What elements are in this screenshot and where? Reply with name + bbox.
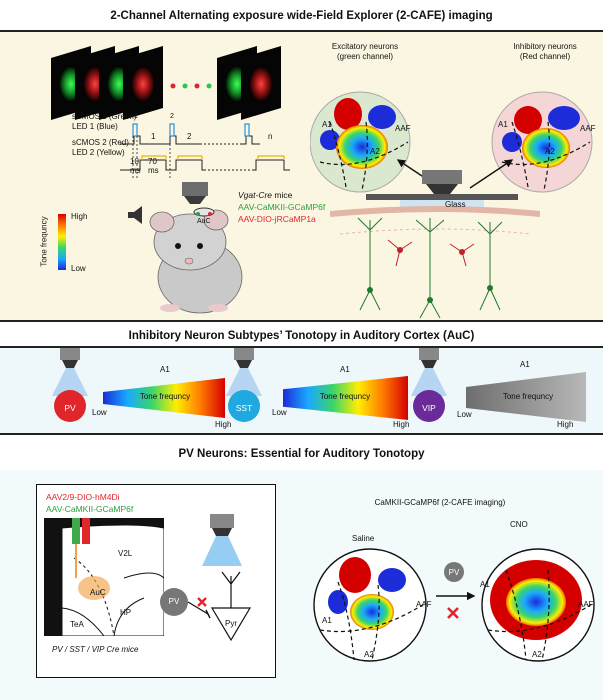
cortex-imaging-schematic: [330, 170, 540, 319]
frame-red-n: [241, 46, 281, 120]
map-inh-title-2: (Red channel): [519, 52, 571, 61]
vip-probe: [411, 348, 447, 422]
map-inh-title-1: Inhibitory neurons: [513, 42, 577, 51]
panel-b: PV Tone frequncy A1 Low High SST Tone fr…: [0, 348, 603, 433]
divider-b-rule: [0, 346, 603, 348]
pv-high: High: [215, 420, 232, 429]
tone-colorbar: [58, 214, 66, 270]
sst-low: Low: [272, 408, 287, 417]
duration-10-unit: ms: [130, 166, 141, 175]
colorbar-high-label: High: [71, 212, 88, 221]
scmos1-label: sCMOS 1 (Green): [72, 112, 137, 121]
cno-comparison: [313, 548, 595, 662]
panel-a: sCMOS 1 (Green) LED 1 (Blue) sCMOS 2 (Re…: [0, 32, 603, 320]
sst-high: High: [393, 420, 410, 429]
frame-stack-diagram: [51, 46, 281, 120]
sst-badge: SST: [235, 403, 253, 413]
exposure-1-label: 1: [134, 113, 138, 120]
ellipsis-dots: [170, 83, 212, 89]
vip-badge: VIP: [422, 403, 436, 413]
vip-a1: A1: [520, 360, 530, 369]
circuit-pv-label: PV: [168, 597, 180, 606]
cno-label: CNO: [510, 520, 528, 529]
duration-70-label: 70: [148, 157, 157, 166]
colorbar-low-label: Low: [71, 264, 86, 273]
box-virus-green: AAV-CaMKII-GCaMP6f: [46, 504, 134, 514]
divider-c-top: [0, 433, 603, 435]
box-virus-red: AAV2/9-DIO-hM4Di: [46, 492, 120, 502]
map-inh-a2: A2: [545, 147, 555, 156]
sst-probe: [226, 348, 262, 422]
pv-circuit: [160, 514, 252, 642]
map-exc-title-1: Excitatory neurons: [331, 42, 399, 51]
mouse-auc-label: AuC: [197, 218, 211, 225]
led2-label: LED 2 (Yellow): [72, 148, 125, 157]
sst-bar-label: Tone frequncy: [319, 392, 371, 401]
panel-c: AAV2/9-DIO-hM4Di AAV-CaMKII-GCaMP6f V2L …: [0, 470, 603, 700]
duration-10-label: 10: [130, 157, 139, 166]
scmos2-label: sCMOS 2 (Red): [72, 138, 129, 147]
header-rule: [0, 30, 603, 32]
exposure-2-label: 2: [170, 113, 174, 120]
pv-low: Low: [92, 408, 107, 417]
saline-a1: A1: [322, 616, 332, 625]
pv-badge: PV: [64, 403, 76, 413]
box-mice-label: PV / SST / VIP Cre mice: [52, 645, 139, 654]
virus-red-label: AAV-DIO-jRCaMP1a: [238, 214, 316, 224]
brain-hp: HP: [120, 608, 132, 617]
vip-high: High: [557, 420, 574, 429]
frame-1-label: 1: [151, 132, 156, 141]
brain-v2l: V2L: [118, 549, 133, 558]
saline-aaf: AAF: [416, 600, 432, 609]
pv-a1: A1: [160, 365, 170, 374]
saline-a2: A2: [364, 650, 374, 659]
colorbar-title: Tone frequncy: [39, 216, 49, 267]
speaker-icon: [128, 206, 142, 224]
frame-2-label: 2: [187, 132, 192, 141]
vip-bar-label: Tone frequncy: [502, 392, 554, 401]
divider-b-top: [0, 320, 603, 322]
vip-low: Low: [457, 410, 472, 419]
duration-70-unit: ms: [148, 166, 159, 175]
frame-red-2: [123, 46, 163, 120]
glass-label: Glass: [445, 200, 466, 209]
map-exc-title-2: (green channel): [336, 52, 394, 61]
map-exc-a2: A2: [370, 147, 380, 156]
map-cno: [481, 548, 595, 662]
panel-b-title: Inhibitory Neuron Subtypes’ Tonotopy in …: [128, 330, 475, 342]
saline-label: Saline: [352, 534, 375, 543]
timing-diagram: [120, 123, 290, 180]
pv-bar-label: Tone frequncy: [139, 392, 191, 401]
frame-n-label: n: [268, 132, 273, 141]
header-title: 2-Channel Alternating exposure wide-Fiel…: [110, 10, 493, 22]
panel-c-title: PV Neurons: Essential for Auditory Tonot…: [178, 448, 425, 460]
mouse-illustration: [149, 182, 243, 314]
imaging-pv-label: PV: [448, 568, 460, 577]
led1-label: LED 1 (Blue): [72, 122, 118, 131]
brain-section: [44, 518, 164, 636]
map-exc-aaf: AAF: [395, 124, 411, 133]
mouse-line-rest: mice: [272, 190, 293, 200]
cno-a1: A1: [480, 580, 490, 589]
map-excitatory: [310, 91, 411, 193]
mouse-line-italic: Vgat-Cre: [238, 190, 273, 200]
virus-green-label: AAV-CaMKII-GCaMP6f: [238, 202, 326, 212]
circuit-pyr-label: Pyr: [225, 619, 237, 628]
map-inh-aaf: AAF: [580, 124, 596, 133]
imaging-title: CaMKII-GCaMP6f (2-CAFE imaging): [374, 498, 506, 507]
brain-auc: AuC: [90, 588, 106, 597]
sst-a1: A1: [340, 365, 350, 374]
cno-a2: A2: [532, 650, 542, 659]
cno-aaf: AAF: [578, 600, 594, 609]
map-saline: [313, 548, 427, 662]
map-inh-a1: A1: [498, 120, 508, 129]
map-exc-a1: A1: [322, 120, 332, 129]
mouse-line-label: Vgat-Cre mice: [238, 190, 292, 200]
brain-tea: TeA: [70, 620, 84, 629]
pv-probe: [52, 348, 88, 422]
